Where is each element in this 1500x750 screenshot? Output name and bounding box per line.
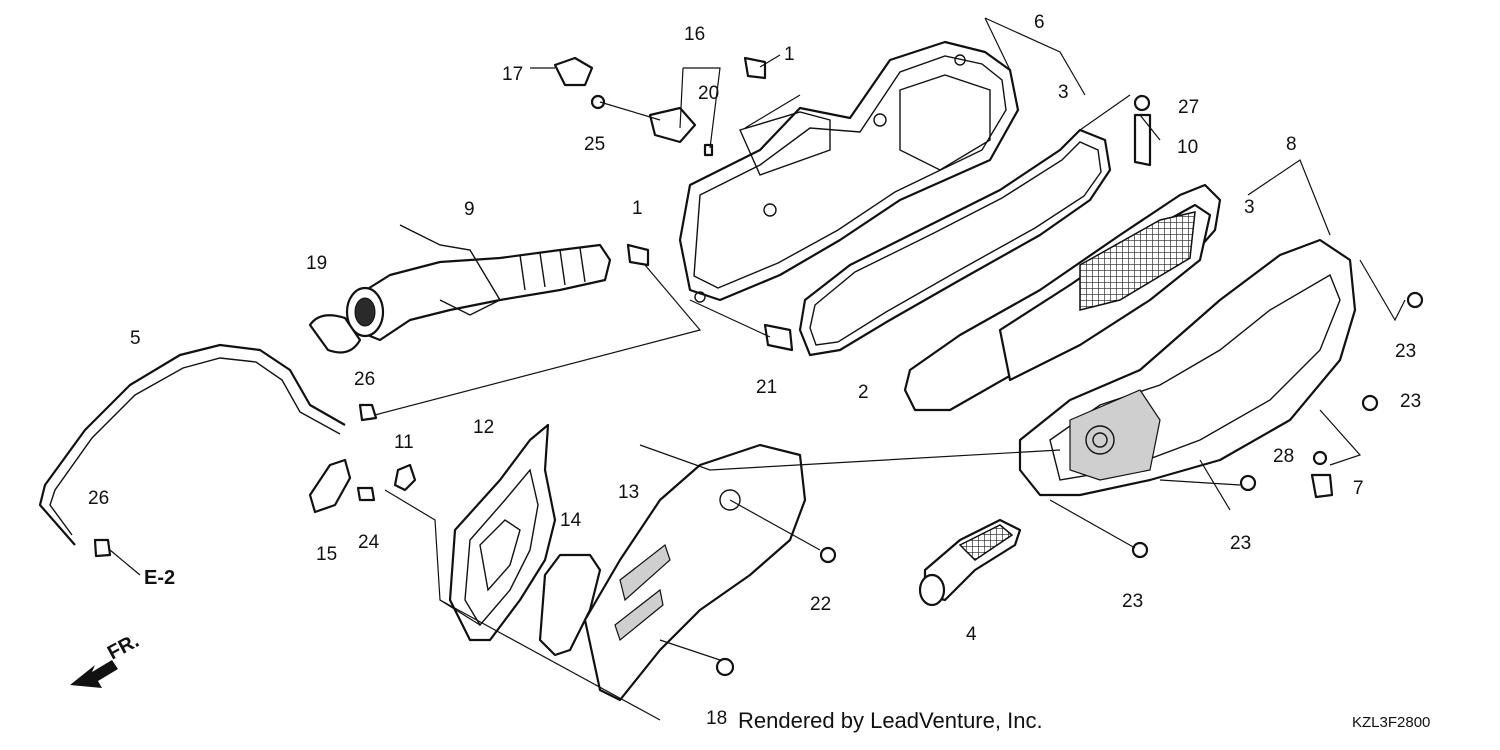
callout-23-c: 23 — [1230, 533, 1251, 554]
callout-23-d: 23 — [1122, 591, 1143, 612]
sensor-gasket — [703, 143, 714, 157]
callout-27: 27 — [1178, 97, 1199, 118]
hose-clip-lower — [93, 538, 112, 558]
air-cleaner-case — [678, 40, 1020, 303]
element-inlet — [918, 518, 1022, 607]
drain-tube — [1310, 473, 1334, 499]
cover-screw-a — [1406, 291, 1424, 309]
case-gasket-upper — [798, 128, 1112, 357]
sensor-bolt — [590, 94, 606, 110]
callout-26-lower: 26 — [88, 488, 109, 509]
cover-screw-b — [1361, 394, 1379, 412]
cover-screw-c — [1239, 474, 1257, 492]
lower-cover — [583, 443, 807, 702]
callout-3-mid: 3 — [1058, 82, 1069, 103]
callout-17: 17 — [502, 64, 523, 85]
cover-screw-lower — [819, 546, 837, 564]
callout-18: 18 — [706, 708, 727, 729]
callout-numbers: 1 1 2 3 3 4 5 6 7 8 9 10 11 12 13 14 15 … — [88, 12, 1421, 729]
front-direction-arrow — [70, 660, 118, 688]
sensor-boot — [553, 56, 594, 87]
callout-4: 4 — [966, 624, 977, 645]
case-gasket-upper-inner — [809, 141, 1102, 346]
callout-10: 10 — [1177, 137, 1198, 158]
lower-resonator-case — [448, 423, 557, 642]
cover-screw-left — [356, 486, 376, 502]
screw-mid — [626, 243, 650, 267]
grommet — [393, 463, 417, 492]
callout-5: 5 — [130, 328, 141, 349]
callout-1-mid: 1 — [632, 198, 643, 219]
callout-21: 21 — [756, 377, 777, 398]
callout-23-a: 23 — [1395, 341, 1416, 362]
callout-16: 16 — [684, 24, 705, 45]
cover-screw-d — [1131, 541, 1149, 559]
plug-clip-lower — [1312, 450, 1328, 466]
figure-code: KZL3F2800 — [1352, 714, 1431, 731]
callout-28: 28 — [1273, 446, 1294, 467]
hose-clip-upper — [358, 403, 378, 422]
drain-hose-inner — [49, 357, 341, 536]
callout-23-b: 23 — [1400, 391, 1421, 412]
seal-ring — [308, 458, 352, 514]
callout-13: 13 — [618, 482, 639, 503]
intake-sensor — [648, 106, 697, 144]
air-cleaner-element — [998, 203, 1212, 382]
callout-14: 14 — [560, 510, 582, 531]
tube-band — [308, 314, 362, 354]
section-reference: E-2 — [144, 567, 175, 589]
drain-hose — [38, 343, 346, 546]
callout-20: 20 — [698, 83, 719, 104]
callout-19: 19 — [306, 253, 327, 274]
drain-plug — [1133, 113, 1152, 167]
callout-11: 11 — [394, 432, 414, 453]
callout-2: 2 — [858, 382, 869, 403]
screw-upper — [743, 56, 767, 80]
leader-lines — [109, 17, 1406, 721]
callout-8: 8 — [1286, 134, 1297, 155]
callout-7: 7 — [1353, 478, 1364, 499]
callout-6: 6 — [1034, 12, 1045, 33]
air-cleaner-cover — [1018, 238, 1357, 497]
callout-25: 25 — [584, 134, 605, 155]
callout-15: 15 — [316, 544, 337, 565]
callout-12: 12 — [473, 417, 494, 438]
plug-clip-upper — [1133, 94, 1151, 112]
callout-1-upper: 1 — [784, 44, 795, 65]
callout-24: 24 — [358, 532, 380, 553]
callout-3-right: 3 — [1244, 197, 1255, 218]
front-label: FR. — [104, 630, 143, 665]
callout-9: 9 — [464, 199, 475, 220]
connecting-tube — [345, 224, 612, 342]
case-bolt — [763, 323, 794, 352]
credit-text: Rendered by LeadVenture, Inc. — [738, 708, 1043, 733]
callout-26-upper: 26 — [354, 369, 375, 390]
callout-22: 22 — [810, 594, 831, 615]
cover-bolt-bottom — [715, 657, 735, 677]
